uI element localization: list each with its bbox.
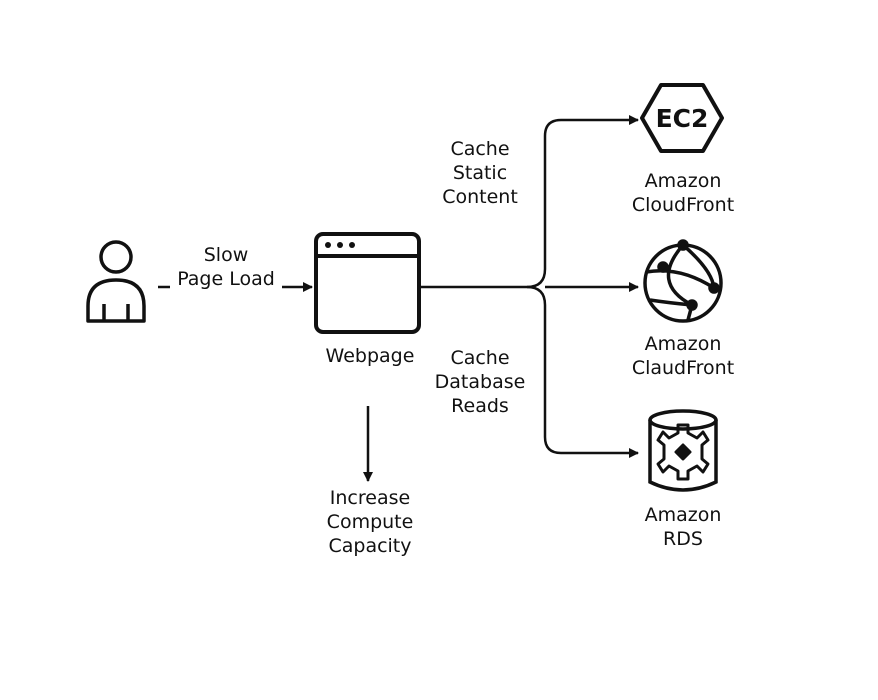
browser-window-icon — [314, 232, 421, 334]
ec2-icon-text: EC2 — [656, 104, 709, 133]
slow-text: Slow — [203, 244, 249, 266]
webpage-label: Webpage — [325, 345, 415, 367]
ec2-icon: EC2 — [640, 83, 724, 153]
branch-connectors — [420, 115, 639, 458]
increase-compute-label: Increase Compute Capacity — [326, 487, 414, 557]
rds-service-label: Amazon RDS — [644, 504, 722, 550]
cache-database-reads-label: Cache Database Reads — [434, 347, 526, 417]
ec2-service-label: Amazon CloudFront — [631, 170, 735, 216]
slow-page-load-label: Slow Page Load — [167, 243, 285, 291]
globe-icon — [643, 239, 723, 323]
page-load-text: Page Load — [177, 268, 275, 290]
cache-static-content-label: Cache Static Content — [442, 138, 518, 208]
rds-database-icon — [648, 409, 718, 492]
cloudfront-service-label: Amazon ClaudFront — [631, 333, 735, 379]
user-icon — [86, 240, 146, 323]
